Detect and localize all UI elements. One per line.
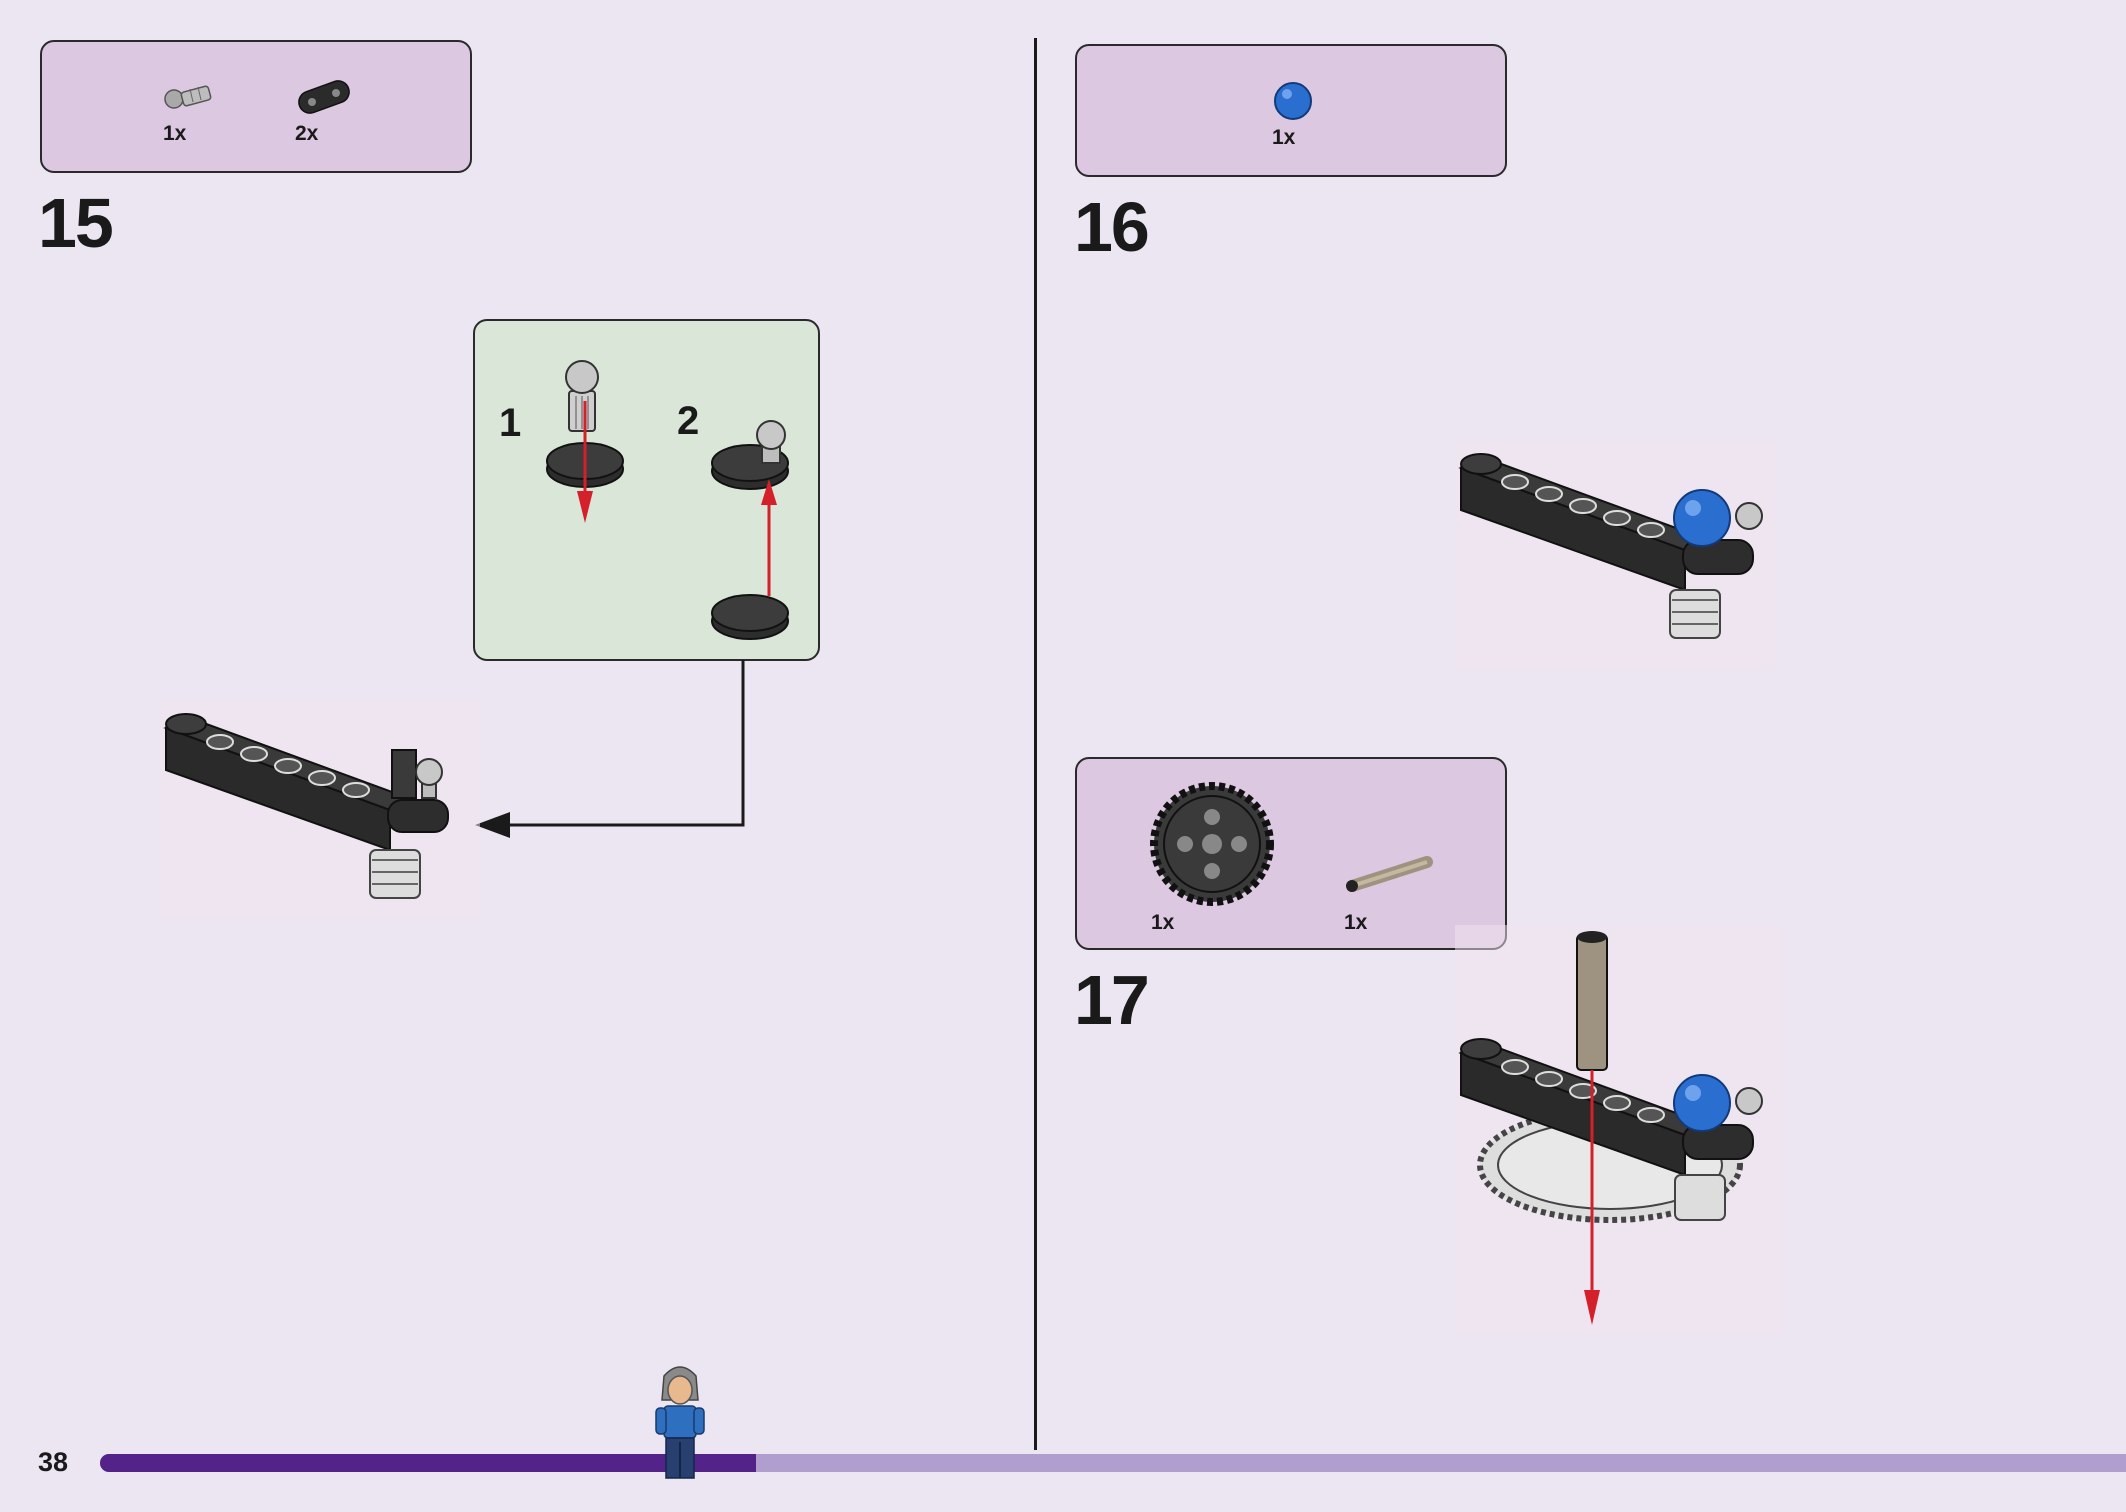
progress-fill [100, 1454, 757, 1472]
callout-connector-arrow [475, 660, 745, 838]
step-number: 15 [38, 184, 114, 262]
minifigure-icon [655, 1366, 705, 1479]
page-divider [1034, 38, 1037, 1450]
step-15-model-illustration [160, 700, 480, 920]
qty-label: 1x [163, 122, 187, 145]
step-17-model-illustration [1455, 925, 1785, 1335]
black-double-beam-icon [298, 80, 350, 114]
page-number: 38 [38, 1447, 69, 1477]
qty-label: 1x [1151, 911, 1175, 934]
step-16-model-illustration [1455, 440, 1775, 670]
step-17-parts-box: 1x 1x [1075, 757, 1507, 950]
sub-assembly-callout: 1 2 [473, 319, 820, 661]
blue-ball-icon [1274, 82, 1312, 120]
grey-ball-joint-pin-icon [164, 85, 212, 109]
step-16-parts-box: 1x [1075, 44, 1507, 177]
qty-label: 1x [1344, 911, 1368, 934]
qty-label: 2x [295, 122, 319, 145]
gear-40-tooth-icon [1150, 782, 1274, 906]
beam-stack-assembly-icon [711, 420, 789, 640]
qty-label: 1x [1272, 126, 1296, 149]
tan-axle-icon [1346, 856, 1433, 892]
step-number: 17 [1074, 961, 1150, 1039]
substep-number: 1 [499, 401, 522, 445]
step-number: 16 [1074, 188, 1150, 266]
substep-number: 2 [677, 399, 700, 443]
step-15-parts-box: 1x 2x [40, 40, 472, 173]
ball-joint-pin-assembly-icon [546, 360, 624, 523]
